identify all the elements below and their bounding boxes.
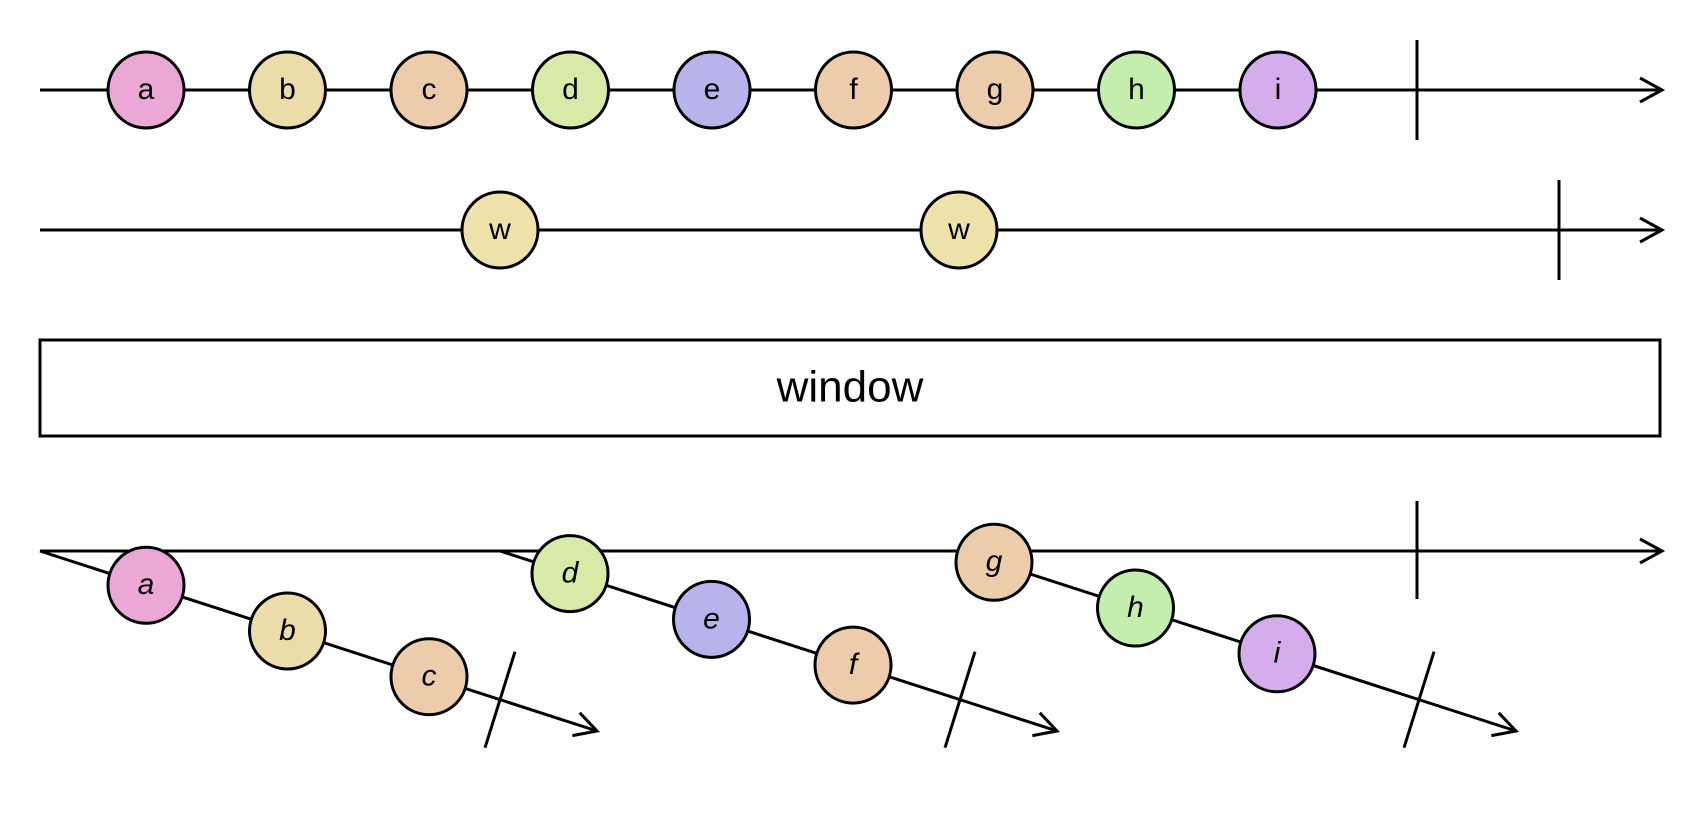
marble-label: e	[704, 73, 721, 106]
marble-label: f	[849, 73, 858, 106]
marble-w: w	[919, 190, 999, 270]
operator-box	[38, 338, 1662, 438]
marble-e: e	[672, 50, 752, 130]
operator-label: window	[776, 363, 924, 412]
marble-i: i	[1237, 614, 1317, 694]
timeline-arrowhead	[1639, 537, 1666, 565]
completion-mark	[483, 651, 517, 749]
marble-c: c	[389, 50, 469, 130]
marble-circle	[1237, 614, 1317, 694]
marble-h: h	[1096, 568, 1175, 648]
marble-circle	[1097, 50, 1176, 130]
window-arrowhead	[1491, 711, 1519, 738]
window-stream-1: a b c	[39, 545, 600, 749]
marble-a: a	[106, 545, 186, 625]
marble-circle	[106, 545, 186, 625]
marble-label: a	[138, 73, 155, 106]
marble-circle	[389, 637, 469, 717]
operator: window	[38, 338, 1662, 438]
marble-e: e	[672, 579, 751, 659]
marble-circle	[955, 50, 1035, 130]
marble-c: c	[389, 637, 469, 717]
marble-label: b	[279, 73, 296, 106]
marble-circle	[1238, 50, 1318, 130]
window-stream-2: d e f	[499, 534, 1060, 749]
marble-g: g	[954, 522, 1034, 602]
marble-h: h	[1097, 50, 1176, 130]
window-stream-3: g h i	[954, 522, 1519, 749]
marble-label: g	[986, 545, 1003, 578]
marble-g: g	[955, 50, 1035, 130]
marble-label: w	[947, 213, 970, 246]
marble-label: a	[138, 568, 155, 601]
marble-label: h	[1128, 73, 1145, 106]
marble-label: i	[1275, 73, 1282, 106]
timeline-arrowhead	[1639, 76, 1666, 104]
marble-circle	[106, 50, 186, 130]
marble-circle	[389, 50, 469, 130]
marble-a: a	[106, 50, 186, 130]
marble-circle	[672, 579, 751, 659]
window-arrowhead	[1032, 711, 1060, 738]
window-arrowhead	[572, 711, 600, 738]
marble-label: h	[1127, 591, 1144, 624]
marble-circle	[531, 50, 610, 130]
marble-circle	[919, 190, 999, 270]
marble-circle	[248, 591, 327, 671]
marble-label: d	[562, 73, 579, 106]
marble-circle	[954, 522, 1034, 602]
marble-label: g	[987, 73, 1004, 106]
marble-b: b	[248, 591, 327, 671]
marble-w: w	[460, 190, 540, 270]
marble-circle	[460, 190, 540, 270]
marble-circle	[530, 534, 610, 614]
marble-circle	[814, 50, 893, 130]
marble-circle	[1096, 568, 1175, 648]
timeline-arrowhead	[1639, 216, 1666, 244]
marble-label: c	[422, 660, 437, 693]
marble-b: b	[248, 50, 327, 130]
marble-label: i	[1274, 637, 1282, 670]
marble-circle	[672, 50, 752, 130]
marble-label: w	[488, 213, 511, 246]
output-timeline: a b c d e f g h i	[39, 501, 1666, 749]
window-line	[958, 549, 1517, 733]
marble-label: d	[562, 557, 580, 590]
marble-circle	[248, 50, 327, 130]
marble-d: d	[530, 534, 610, 614]
source-timeline: a b c d e f g h i	[40, 40, 1666, 140]
marble-circle	[813, 625, 893, 705]
marble-label: c	[422, 73, 437, 106]
marble-label: b	[279, 614, 296, 647]
marble-label: e	[703, 602, 720, 635]
marble-i: i	[1238, 50, 1318, 130]
marble-label: f	[849, 648, 860, 681]
completion-mark	[943, 651, 977, 749]
marble-f: f	[814, 50, 893, 130]
marble-d: d	[531, 50, 610, 130]
completion-mark	[1402, 651, 1436, 749]
marble-f: f	[813, 625, 893, 705]
